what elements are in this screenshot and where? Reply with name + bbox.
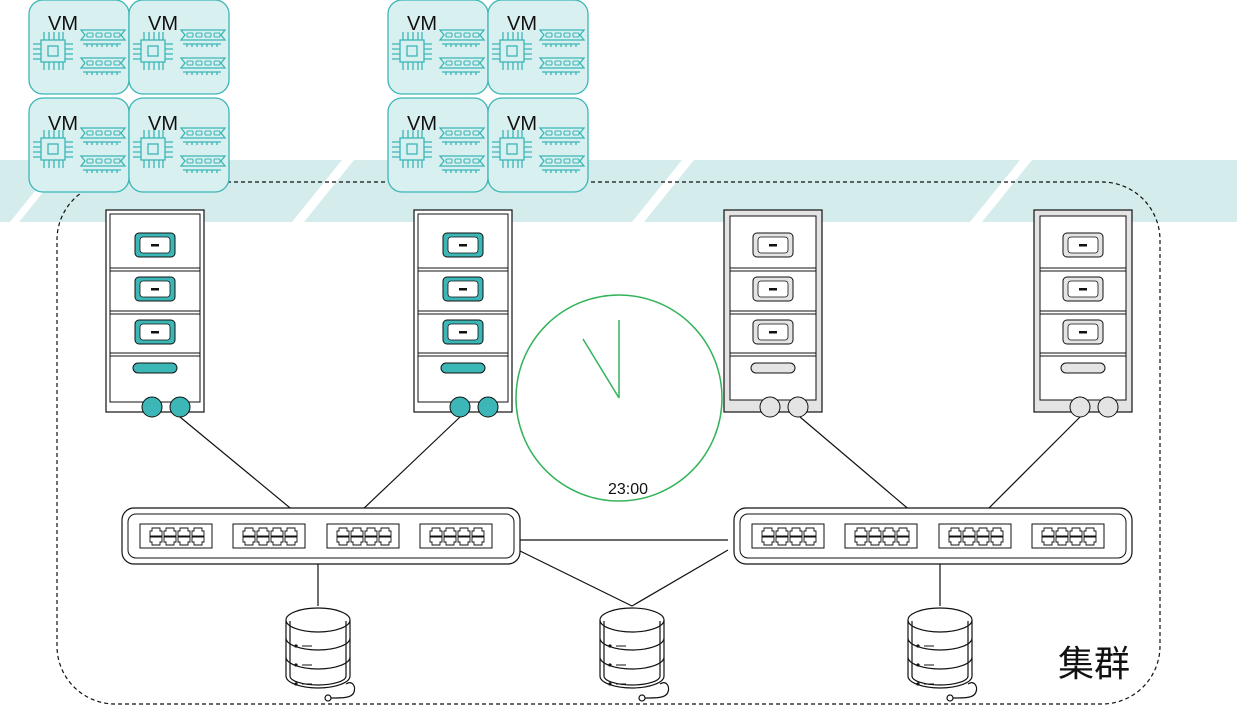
vm-tile[interactable]: VM (487, 97, 589, 193)
clock-time-label: 23:00 (608, 481, 648, 498)
cluster-label: 集群 (1058, 644, 1130, 685)
vm-tile[interactable]: VM (28, 97, 130, 193)
server-rack-icon[interactable] (105, 209, 205, 418)
vm-label: VM (148, 113, 178, 135)
clock-icon (515, 294, 723, 502)
link-host2-switch-left (359, 416, 461, 513)
link-switch-left-storage-center (517, 549, 633, 607)
vm-label: VM (407, 13, 437, 35)
database-icon[interactable] (907, 607, 978, 702)
link-host3-switch-right (799, 416, 913, 513)
server-rack-icon[interactable] (413, 209, 513, 418)
vm-group-host-1: VM VM VM VM (28, 0, 230, 193)
network-switch-icon[interactable] (122, 508, 520, 564)
vm-tile[interactable]: VM (387, 0, 489, 95)
vm-tile[interactable]: VM (128, 0, 230, 95)
vm-tile[interactable]: VM (28, 0, 130, 95)
vm-tile[interactable]: VM (387, 97, 489, 193)
server-rack-icon[interactable] (723, 209, 823, 418)
vm-group-host-2: VM VM VM VM (387, 0, 589, 193)
vm-label: VM (48, 113, 78, 135)
link-host1-switch-left (179, 416, 296, 513)
vm-label: VM (48, 13, 78, 35)
vm-label: VM (407, 113, 437, 135)
vm-label: VM (507, 13, 537, 35)
link-switch-right-storage-center (631, 549, 729, 607)
cluster-boundary (56, 181, 1161, 705)
link-host4-switch-right (984, 416, 1081, 513)
vm-tile[interactable]: VM (128, 97, 230, 193)
server-rack-icon[interactable] (1033, 209, 1133, 418)
vm-label: VM (148, 13, 178, 35)
database-icon[interactable] (599, 607, 670, 702)
vm-label: VM (507, 113, 537, 135)
network-switch-icon[interactable] (734, 508, 1132, 564)
connection-lines (179, 416, 1081, 607)
vm-tile[interactable]: VM (487, 0, 589, 95)
database-icon[interactable] (285, 607, 356, 702)
